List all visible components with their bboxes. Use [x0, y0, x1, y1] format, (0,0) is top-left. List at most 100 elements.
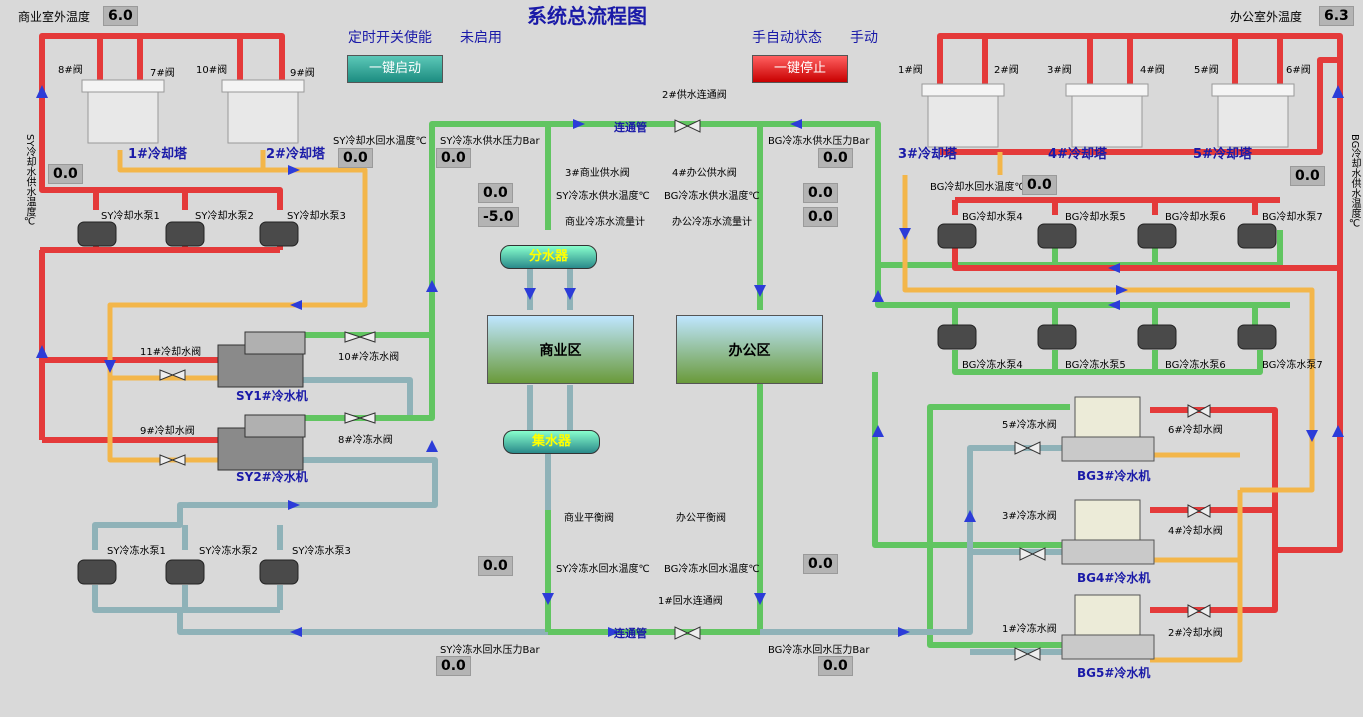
bg-valve-4[interactable]: 4#阀 — [1140, 65, 1165, 76]
sy-chiller-units — [217, 331, 306, 471]
sy-return-pressure-value: 0.0 — [436, 656, 471, 676]
sy-supply-temp-value: 0.0 — [478, 183, 513, 203]
mode-label: 手自动状态 — [752, 30, 822, 46]
cooling-towers — [81, 79, 1295, 148]
sy-supply-pressure-label: SY冷冻水供水压力Bar — [440, 136, 540, 147]
sy-balance-valve-label: 商业平衡阀 — [564, 513, 614, 524]
bg-cooling-pump-7-label: BG冷却水泵7 — [1262, 212, 1323, 223]
sy-flow-label: 商业冷冻水流量计 — [565, 217, 645, 228]
mode-value: 手动 — [850, 30, 878, 46]
link-pipe-top-label: 连通管 — [614, 121, 647, 134]
supply-link-valve-label: 2#供水连通阀 — [662, 90, 727, 101]
bg-return-pressure-label: BG冷冻水回水压力Bar — [768, 645, 870, 656]
bg-chilled-pump-7-label: BG冷冻水泵7 — [1262, 360, 1323, 371]
commercial-outdoor-value: 6.0 — [103, 6, 138, 26]
bg-valve-3[interactable]: 3#阀 — [1047, 65, 1072, 76]
bg-supply-temp-value: 0.0 — [803, 183, 838, 203]
bg-valve-1[interactable]: 1#阀 — [898, 65, 923, 76]
bg-supply-pressure-value: 0.0 — [818, 148, 853, 168]
sy-return-temp-label: SY冷冻水回水温度℃ — [556, 564, 650, 575]
bg-tower-3-label: 3#冷却塔 — [898, 147, 957, 162]
return-link-valve-label: 1#回水连通阀 — [658, 596, 723, 607]
bg-chiller-units — [1061, 396, 1155, 660]
bg-balance-valve-label: 办公平衡阀 — [676, 513, 726, 524]
bg-chiller-3-label: BG3#冷水机 — [1077, 469, 1151, 483]
sy-return-temp-value: 0.0 — [478, 556, 513, 576]
bg-chilled-valve-1[interactable]: 1#冷冻水阀 — [1002, 624, 1057, 635]
bg-cooling-supply-temp-value: 0.0 — [1290, 166, 1325, 186]
bg-supply-pressure-label: BG冷冻水供水压力Bar — [768, 136, 870, 147]
office-outdoor-value: 6.3 — [1319, 6, 1354, 26]
bg-center-pipes — [548, 121, 1290, 635]
bg-return-pressure-value: 0.0 — [818, 656, 853, 676]
zone-office: 办公区 — [676, 315, 823, 384]
sy-cooling-supply-temp-label: SY冷却水供水温度℃ — [24, 134, 35, 228]
sy-chilled-valve-10[interactable]: 10#冷冻水阀 — [338, 352, 400, 363]
bg-hot-cooling-pipe — [937, 33, 1343, 613]
collector: 集水器 — [503, 430, 600, 454]
start-all-button[interactable]: 一键启动 — [347, 55, 443, 83]
bg-tower-4-label: 4#冷却塔 — [1048, 147, 1107, 162]
sy-cool-cooling-pipe — [107, 150, 368, 463]
bg-flow-label: 办公冷冻水流量计 — [672, 217, 752, 228]
office-outdoor-label: 办公室外温度 — [1230, 10, 1303, 24]
bg-chiller-5-label: BG5#冷水机 — [1077, 666, 1151, 680]
bg-cooling-pump-5-label: BG冷却水泵5 — [1065, 212, 1126, 223]
bg-chilled-pump-6-label: BG冷冻水泵6 — [1165, 360, 1226, 371]
sy-cooling-valve-9[interactable]: 9#冷却水阀 — [140, 426, 195, 437]
bg-valve-5[interactable]: 5#阀 — [1194, 65, 1219, 76]
bg-cooling-return-temp-value: 0.0 — [1022, 175, 1057, 195]
flow-arrows — [36, 85, 1344, 637]
bg-valve-6[interactable]: 6#阀 — [1286, 65, 1311, 76]
sy-hot-cooling-pipe — [39, 33, 285, 443]
sy-valve-10[interactable]: 10#阀 — [196, 65, 228, 76]
sy-valve-7[interactable]: 7#阀 — [150, 68, 175, 79]
bg-return-temp-label: BG冷冻水回水温度℃ — [664, 564, 760, 575]
sy-cooling-pump-3-label: SY冷却水泵3 — [287, 211, 346, 222]
bg-cooling-return-temp-label: BG冷却水回水温度℃ — [930, 182, 1026, 193]
bg-valve-2[interactable]: 2#阀 — [994, 65, 1019, 76]
sy-valve-8[interactable]: 8#阀 — [58, 65, 83, 76]
bg-cool-cooling-pipe — [902, 152, 1315, 663]
bg-supply-valve-label: 4#办公供水阀 — [672, 168, 737, 179]
page-title: 系统总流程图 — [527, 4, 647, 28]
sy-cooling-valve-11[interactable]: 11#冷却水阀 — [140, 347, 202, 358]
zone-commercial: 商业区 — [487, 315, 634, 384]
bg-tower-5-label: 5#冷却塔 — [1193, 147, 1252, 162]
sy-cooling-pump-1-label: SY冷却水泵1 — [101, 211, 160, 222]
bg-cooling-valve-6[interactable]: 6#冷却水阀 — [1168, 425, 1223, 436]
sy-chiller-2-label: SY2#冷水机 — [236, 470, 308, 484]
link-pipe-bottom-label: 连通管 — [614, 627, 647, 640]
bg-return-temp-value: 0.0 — [803, 554, 838, 574]
sy-return-pressure-label: SY冷冻水回水压力Bar — [440, 645, 540, 656]
bg-supply-temp-label: BG冷冻水供水温度℃ — [664, 191, 760, 202]
bg-flow-value: 0.0 — [803, 207, 838, 227]
sy-cooling-supply-temp-value: 0.0 — [48, 164, 83, 184]
sy-supply-pressure-value: 0.0 — [436, 148, 471, 168]
sy-tower-2-label: 2#冷却塔 — [266, 147, 325, 162]
commercial-outdoor-label: 商业室外温度 — [18, 10, 91, 24]
sy-tower-1-label: 1#冷却塔 — [128, 147, 187, 162]
sy-chilled-valve-8[interactable]: 8#冷冻水阀 — [338, 435, 393, 446]
sy-valve-9[interactable]: 9#阀 — [290, 68, 315, 79]
sy-chilled-pump-1-label: SY冷冻水泵1 — [107, 546, 166, 557]
distributor: 分水器 — [500, 245, 597, 269]
sy-cooling-return-temp-value: 0.0 — [338, 148, 373, 168]
sy-cooling-pump-2-label: SY冷却水泵2 — [195, 211, 254, 222]
sy-cooling-return-temp-label: SY冷却水回水温度℃ — [333, 136, 427, 147]
pumps — [77, 221, 1277, 585]
bg-cooling-pump-6-label: BG冷却水泵6 — [1165, 212, 1226, 223]
bg-cooling-valve-4[interactable]: 4#冷却水阀 — [1168, 526, 1223, 537]
bg-chilled-pump-4-label: BG冷冻水泵4 — [962, 360, 1023, 371]
sy-flow-value: -5.0 — [478, 207, 519, 227]
bg-cooling-supply-temp-label: BG冷却水供水温度℃ — [1349, 134, 1360, 230]
bg-cooling-valve-2[interactable]: 2#冷却水阀 — [1168, 628, 1223, 639]
bg-chilled-valve-5[interactable]: 5#冷冻水阀 — [1002, 420, 1057, 431]
valves — [159, 119, 1211, 661]
sy-chilled-pump-3-label: SY冷冻水泵3 — [292, 546, 351, 557]
sy-supply-temp-label: SY冷冻水供水温度℃ — [556, 191, 650, 202]
sy-supply-valve-label: 3#商业供水阀 — [565, 168, 630, 179]
bg-chilled-valve-3[interactable]: 3#冷冻水阀 — [1002, 511, 1057, 522]
bg-chilled-pump-5-label: BG冷冻水泵5 — [1065, 360, 1126, 371]
stop-all-button[interactable]: 一键停止 — [752, 55, 848, 83]
